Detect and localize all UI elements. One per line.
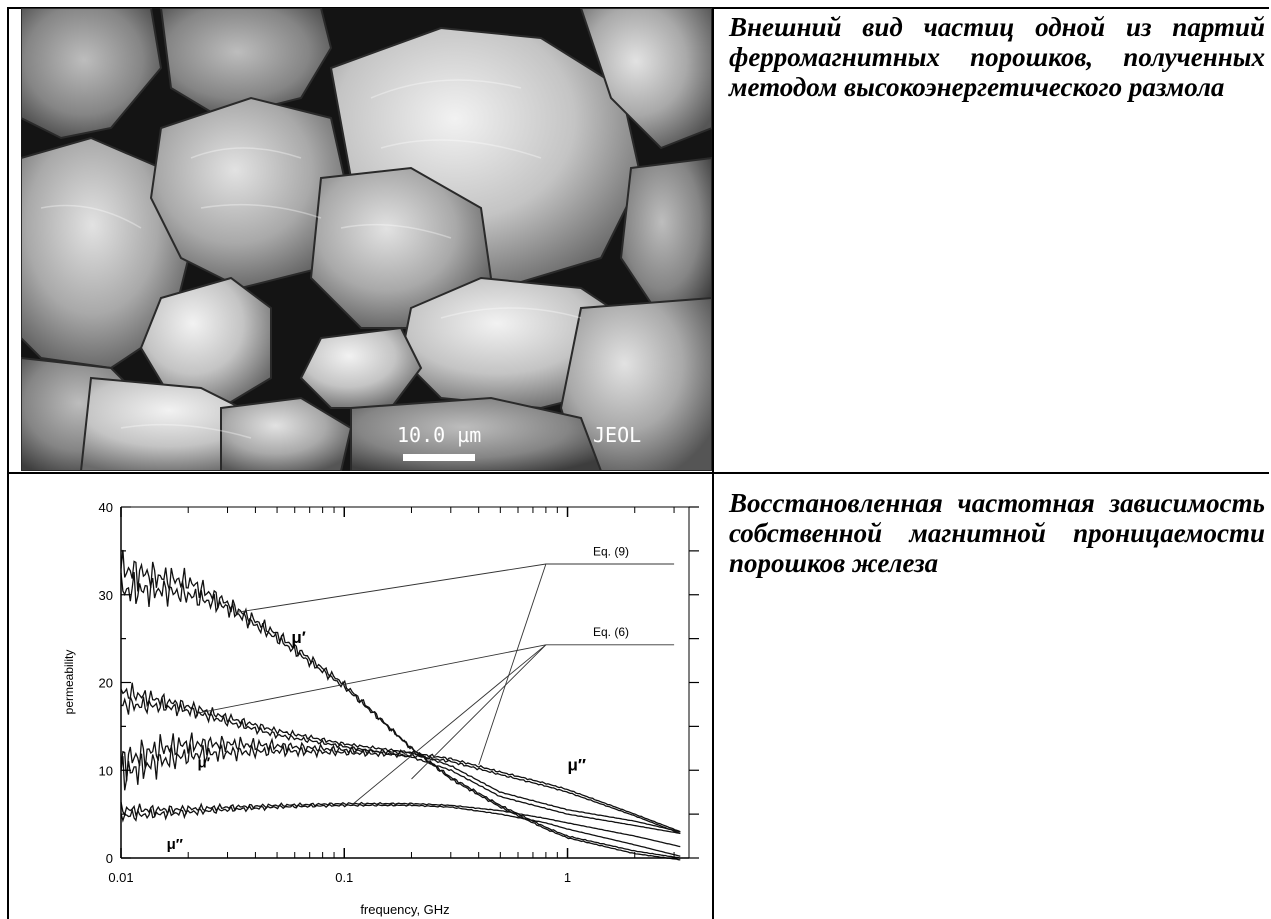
series-line-6 — [120, 801, 681, 848]
series-line-2 — [120, 682, 681, 833]
series-line-4 — [120, 732, 681, 833]
jeol-label: JEOL — [593, 423, 641, 447]
guide-line-1 — [197, 644, 675, 714]
table-row-divider — [7, 472, 1269, 474]
x-axis-label: frequency, GHz — [360, 902, 449, 917]
series-line-5 — [120, 743, 681, 835]
annotation-mu-double-prime-upper: μ″ — [568, 755, 587, 774]
particle-group — [21, 8, 712, 471]
y-tick-label: 0 — [106, 851, 113, 866]
guide-line-2 — [478, 563, 547, 766]
table-border-left — [7, 7, 9, 919]
annotation-mu-prime-upper: μ′ — [291, 628, 305, 647]
guide-line-0 — [236, 563, 675, 613]
y-tick-label: 40 — [99, 500, 113, 515]
x-tick-label: 0.01 — [108, 870, 133, 885]
series-line-3 — [120, 696, 681, 835]
y-tick-label: 10 — [99, 763, 113, 778]
scale-bar — [403, 454, 475, 461]
caption-row-1: Внешний вид частиц одной из партий ферро… — [729, 12, 1265, 102]
surface-texture — [40, 79, 582, 439]
x-tick-label: 1 — [564, 870, 571, 885]
x-tick-label: 0.1 — [335, 870, 353, 885]
table-column-divider — [712, 7, 714, 919]
scale-bar-label: 10.0 µm — [397, 423, 481, 447]
annotation-layer: Eq. (9) Eq. (6) μ′ μ′ μ″ μ″ — [167, 544, 629, 853]
guide-line-3 — [353, 644, 547, 804]
series-line-1 — [120, 572, 681, 861]
sem-micrograph-drawing: 10.0 µm JEOL — [21, 8, 712, 471]
guide-line-4 — [411, 644, 547, 780]
y-axis-label: permeability — [62, 650, 76, 715]
caption-row-2: Восстановленная частотная зависимость со… — [729, 488, 1265, 578]
series-line-7 — [120, 803, 681, 857]
annotation-eq9: Eq. (9) — [593, 544, 629, 558]
y-tick-label: 20 — [99, 676, 113, 691]
annotation-mu-double-prime-lower: μ″ — [167, 836, 183, 853]
annotation-eq6: Eq. (6) — [593, 625, 629, 639]
y-tick-label: 30 — [99, 588, 113, 603]
guide-line-layer — [197, 563, 675, 804]
sem-micrograph: 10.0 µm JEOL — [21, 8, 712, 471]
curve-layer — [120, 549, 681, 861]
annotation-mu-prime-lower: μ′ — [198, 755, 211, 772]
